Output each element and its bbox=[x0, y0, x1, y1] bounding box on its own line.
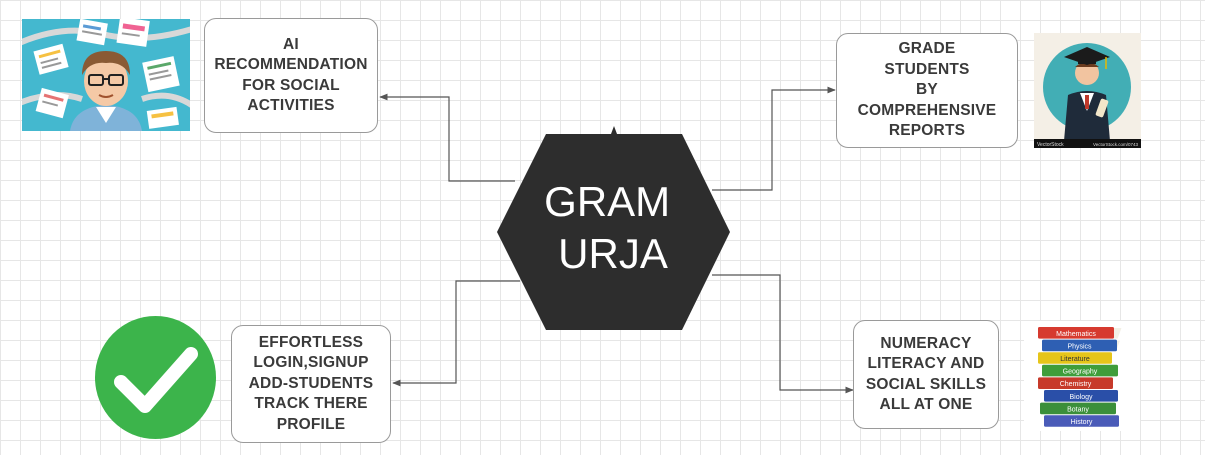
vectorstock-id-watermark: VectorStock.com/0743 bbox=[1093, 142, 1139, 147]
effortless-login-box[interactable]: EFFORTLESS LOGIN,SIGNUP ADD-STUDENTS TRA… bbox=[231, 325, 391, 443]
book-7: Botany bbox=[1040, 402, 1116, 415]
vectorstock-watermark: VectorStock bbox=[1037, 142, 1064, 148]
book-title: Geography bbox=[1063, 369, 1098, 376]
connector-to-numeracy-literacy bbox=[712, 274, 854, 394]
book-title: Mathematics bbox=[1056, 331, 1096, 338]
connector-to-ai-recommendation bbox=[379, 93, 515, 182]
book-3: Literature bbox=[1038, 352, 1112, 364]
book-spine bbox=[1038, 352, 1112, 364]
effortless-login-text: EFFORTLESS LOGIN,SIGNUP ADD-STUDENTS TRA… bbox=[248, 333, 374, 433]
connector-to-grade-students bbox=[712, 86, 836, 191]
book-5: Chemistry bbox=[1038, 377, 1113, 390]
center-hexagon[interactable] bbox=[497, 134, 730, 330]
top-anchor-marker bbox=[611, 126, 617, 134]
ai-recommendation-text: AI RECOMMENDATION FOR SOCIAL ACTIVITIES bbox=[214, 35, 368, 115]
center-label: GRAM URJA bbox=[544, 178, 682, 277]
center-label-line-1: GRAM bbox=[544, 178, 670, 225]
book-title: Botany bbox=[1067, 406, 1089, 413]
teacher-documents-illustration bbox=[22, 19, 190, 131]
numeracy-literacy-box[interactable]: NUMERACY LITERACY AND SOCIAL SKILLS ALL … bbox=[853, 320, 999, 429]
book-2: Physics bbox=[1042, 339, 1120, 352]
grade-students-box[interactable]: GRADE STUDENTS BY COMPREHENSIVE REPORTS bbox=[836, 33, 1018, 148]
connector-to-effortless-login bbox=[392, 280, 520, 387]
book-title: Physics bbox=[1067, 343, 1092, 350]
book-4: Geography bbox=[1042, 364, 1118, 377]
book-6: Biology bbox=[1044, 390, 1118, 402]
graduate-illustration: VectorStock VectorStock.com/0743 bbox=[1034, 33, 1141, 148]
book-1: Mathematics bbox=[1038, 327, 1122, 339]
book-spine bbox=[1042, 364, 1118, 377]
book-spine bbox=[1040, 402, 1116, 415]
book-title: Chemistry bbox=[1060, 381, 1092, 388]
ai-recommendation-box[interactable]: AI RECOMMENDATION FOR SOCIAL ACTIVITIES bbox=[204, 18, 378, 133]
center-label-line-2: URJA bbox=[558, 230, 668, 277]
book-title: History bbox=[1071, 419, 1093, 426]
book-spine bbox=[1038, 327, 1114, 339]
book-title: Literature bbox=[1060, 356, 1090, 363]
numeracy-literacy-text: NUMERACY LITERACY AND SOCIAL SKILLS ALL … bbox=[865, 334, 987, 414]
book-spine bbox=[1038, 377, 1113, 389]
book-8: History bbox=[1044, 415, 1119, 427]
green-checkmark-icon bbox=[95, 316, 216, 439]
book-title: Biology bbox=[1070, 394, 1093, 401]
grade-students-text: GRADE STUDENTS BY COMPREHENSIVE REPORTS bbox=[857, 40, 997, 140]
book-spine bbox=[1044, 390, 1118, 402]
book-spine bbox=[1044, 415, 1119, 427]
book-spine bbox=[1042, 339, 1117, 352]
